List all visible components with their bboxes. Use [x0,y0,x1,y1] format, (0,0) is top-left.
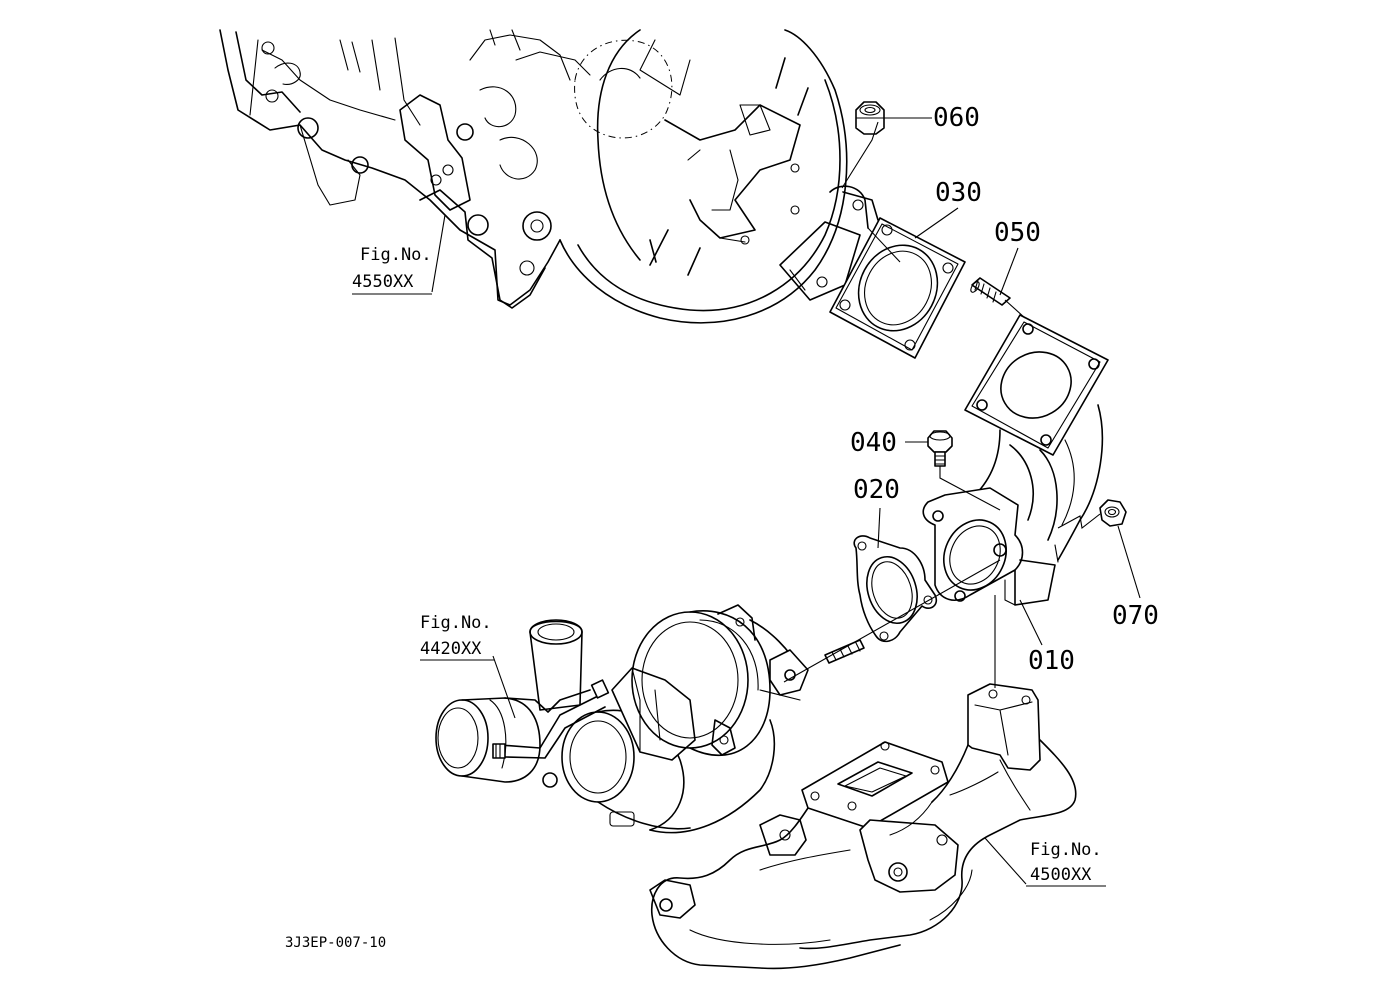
fig-ref-4420-line2: 4420XX [420,639,482,659]
turbo-stud [824,639,865,664]
fig-ref-4500-line1: Fig.No. [1030,840,1102,860]
part-labels: 060 030 050 040 020 070 010 [850,103,1159,676]
figure-ref-4550: Fig.No. 4550XX [352,245,432,295]
bolt-040 [927,430,1001,511]
gasket-030 [829,217,966,359]
figure-ref-4420: Fig.No. 4420XX [420,613,494,661]
part-label-020: 020 [853,475,900,505]
leader-lines [431,117,1141,885]
fig-ref-4550-line1: Fig.No. [360,245,432,265]
exhaust-manifold [649,683,1077,970]
fig-ref-4550-line2: 4550XX [352,272,414,292]
nut-060 [855,101,885,135]
fig-ref-4500-line2: 4500XX [1030,865,1092,885]
drawing-id: 3J3EP-007-10 [285,935,386,951]
fig-ref-4420-line1: Fig.No. [420,613,492,633]
engine-dpf-assembly [219,29,879,324]
nut-070 [1099,499,1127,527]
assembly-center-lines [783,121,1101,688]
part-label-010: 010 [1028,646,1075,676]
part-label-040: 040 [850,428,897,458]
part-label-070: 070 [1112,601,1159,631]
stud-050 [970,277,1011,306]
part-label-060: 060 [933,103,980,133]
gasket-020 [853,535,938,643]
figure-ref-4500: Fig.No. 4500XX [1026,840,1106,887]
part-label-050: 050 [994,218,1041,248]
part-label-030: 030 [935,178,982,208]
exhaust-elbow-010 [922,314,1109,606]
turbocharger-assembly [435,604,809,834]
